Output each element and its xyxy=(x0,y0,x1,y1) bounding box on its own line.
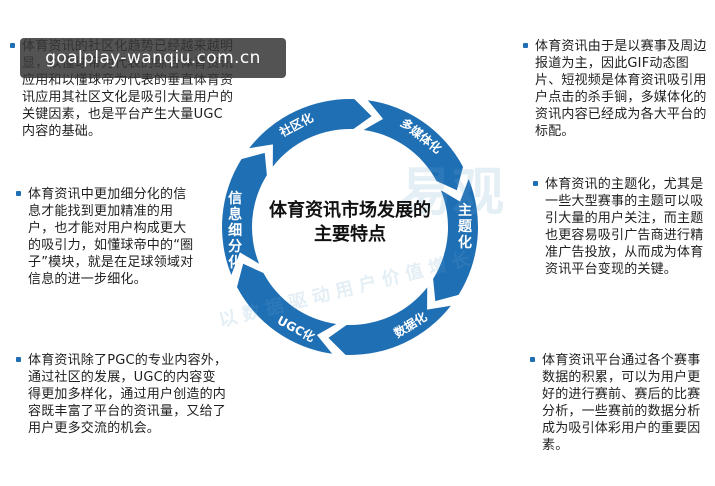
seg-ugc xyxy=(236,263,337,354)
bullet-icon xyxy=(16,191,21,196)
note-theme-text: 体育资讯的主题化，尤其是一些大型赛事的主题可以吸引大量的用户关注，而主题也更容易… xyxy=(545,177,704,277)
center-title-line2: 主要特点 xyxy=(314,224,386,245)
note-multimedia-text: 体育资讯由于是以赛事及周边报道为主，因此GIF动态图片、短视频是体育资讯吸引用户… xyxy=(535,39,707,139)
note-theme: 体育资讯的主题化，尤其是一些大型赛事的主题可以吸引大量的用户关注，而主题也更容易… xyxy=(533,176,707,278)
bullet-icon xyxy=(523,43,528,48)
bullet-icon xyxy=(10,43,15,48)
url-banner: goalplay-wanqiu.com.cn xyxy=(20,38,286,78)
note-ugc: 体育资讯除了PGC的专业内容外，通过社区的发展，UGC的内容变得更加多样化，通过… xyxy=(16,352,228,437)
note-data: 体育资讯平台通过各个赛事数据的积累，可以为用户更好的进行赛前、赛后的比赛分析，一… xyxy=(530,352,710,454)
note-ugc-text: 体育资讯除了PGC的专业内容外，通过社区的发展，UGC的内容变得更加多样化，通过… xyxy=(28,353,228,436)
bullet-icon xyxy=(530,357,535,362)
segment-label-theme: 主题化 xyxy=(458,203,472,251)
note-segmentation: 体育资讯中更加细分化的信息才能找到更加精准的用户，也才能对用户构成更大的吸引力，… xyxy=(16,186,196,288)
seg-theme xyxy=(433,179,479,302)
note-data-text: 体育资讯平台通过各个赛事数据的积累，可以为用户更好的进行赛前、赛后的比赛分析，一… xyxy=(542,353,701,453)
bullet-icon xyxy=(533,181,538,186)
center-title-line1: 体育资讯市场发展的 xyxy=(269,200,431,221)
seg-segmentation xyxy=(221,152,267,275)
seg-multimedia xyxy=(363,100,464,191)
note-multimedia: 体育资讯由于是以赛事及周边报道为主，因此GIF动态图片、短视频是体育资讯吸引用户… xyxy=(523,38,707,140)
seg-community xyxy=(249,99,372,167)
cycle-ring xyxy=(221,99,479,355)
segment-label-segmentation: 信息细分化 xyxy=(228,191,243,271)
center-title: 体育资讯市场发展的 主要特点 xyxy=(265,199,435,247)
seg-data xyxy=(328,287,451,355)
bullet-icon xyxy=(16,357,21,362)
note-segmentation-text: 体育资讯中更加细分化的信息才能找到更加精准的用户，也才能对用户构成更大的吸引力，… xyxy=(28,187,194,287)
